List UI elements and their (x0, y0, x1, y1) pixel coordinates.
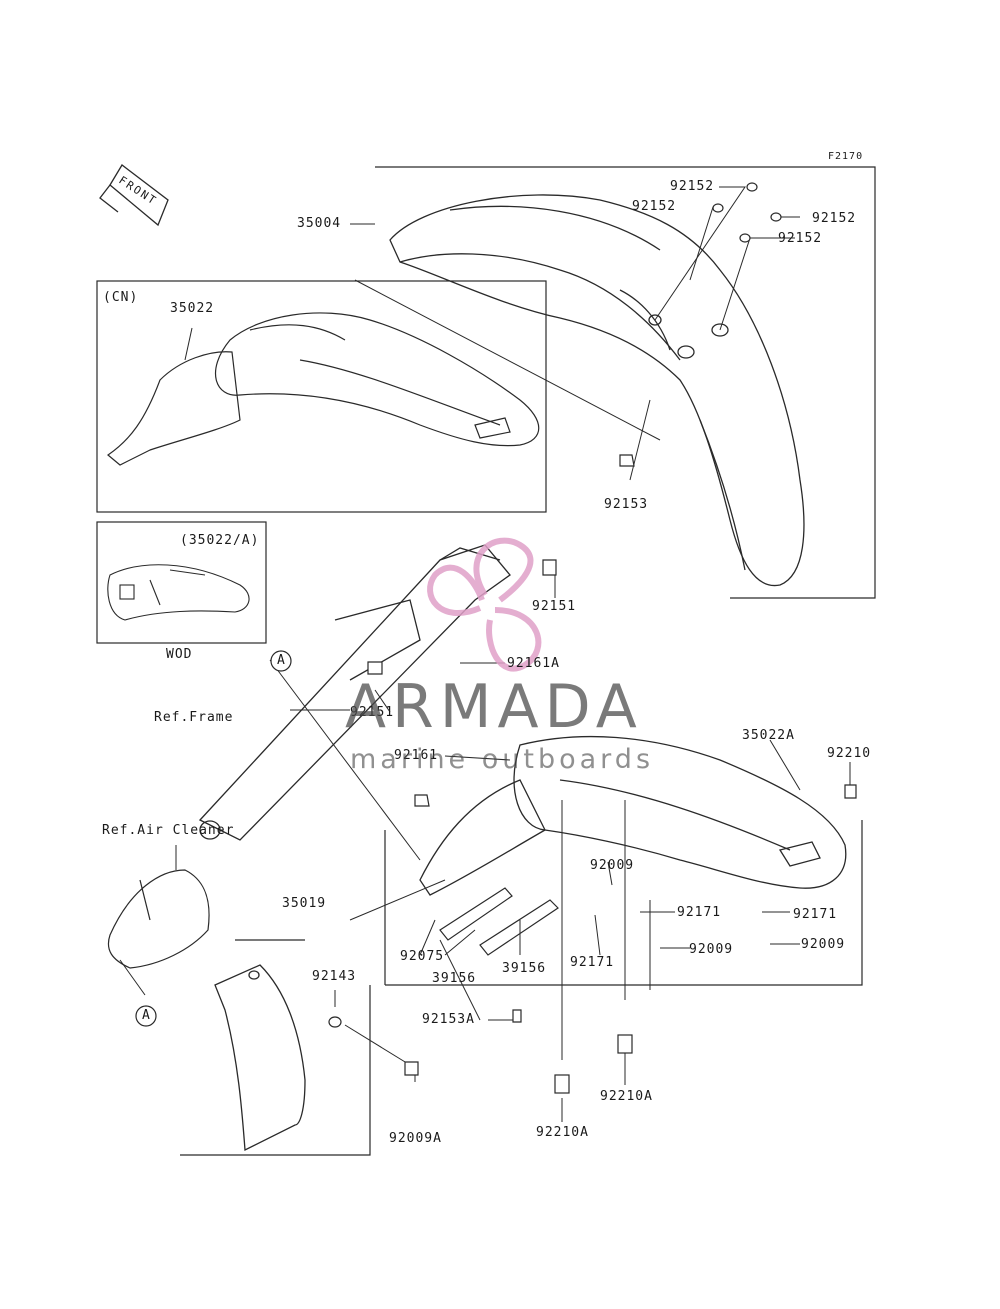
part-label-35004: 35004 (297, 216, 342, 231)
ref-frame-label: Ref.Frame (154, 710, 234, 725)
inset-box-cn (96, 280, 547, 513)
marker-a-text: A (277, 653, 286, 668)
part-label-92210: 92210 (827, 746, 872, 761)
wod-fender-thumbnail (107, 564, 250, 621)
bolt-icon (542, 559, 557, 576)
part-label-92153: 92153 (604, 497, 649, 512)
rail-pads-39156 (439, 887, 559, 956)
part-label-92171: 92171 (793, 907, 838, 922)
part-label-35022: 35022 (170, 301, 215, 316)
part-label-92152: 92152 (632, 199, 677, 214)
part-label-92210A: 92210A (536, 1125, 589, 1140)
clip-icon (844, 784, 857, 799)
flap-frame (180, 985, 371, 1156)
wod-caption: WOD (166, 647, 193, 662)
part-label-92161: 92161 (394, 748, 439, 763)
part-label-92153A: 92153A (422, 1012, 475, 1027)
figure-code: F2170 (828, 151, 864, 162)
watermark-logo-icon (427, 537, 542, 672)
rear-fender-35022A (419, 735, 847, 896)
part-label-92009: 92009 (590, 858, 635, 873)
part-label-92171: 92171 (677, 905, 722, 920)
inset-box-wod (96, 521, 267, 644)
nut-clip-icon (554, 1074, 570, 1094)
inset-label-cn: (CN) (103, 290, 139, 305)
part-label-92210A: 92210A (600, 1089, 653, 1104)
nut-icon (414, 794, 430, 807)
part-label-92152: 92152 (670, 179, 715, 194)
screw-icon (404, 1061, 419, 1076)
front-fender-35004 (389, 194, 805, 587)
leader-lines (119, 186, 851, 1122)
marker-a-circle (135, 1005, 157, 1027)
part-label-92151: 92151 (532, 599, 577, 614)
part-label-92171: 92171 (570, 955, 615, 970)
part-label-92152: 92152 (778, 231, 823, 246)
part-label-39156: 39156 (502, 961, 547, 976)
mud-flap-35019 (214, 964, 306, 1152)
part-label-92161A: 92161A (507, 656, 560, 671)
air-cleaner-part (107, 869, 210, 969)
rear-fender-frame (385, 820, 863, 986)
part-label-92151: 92151 (350, 705, 395, 720)
washer-icon (746, 182, 758, 192)
watermark-title: ARMADA (345, 672, 643, 742)
part-label-92152: 92152 (812, 211, 857, 226)
part-label-35022A: 35022A (742, 728, 795, 743)
inset-label-wod: (35022/A) (180, 533, 260, 548)
part-label-39156: 39156 (432, 971, 477, 986)
front-text: FRONT (116, 174, 159, 208)
front-arrow-icon (99, 164, 169, 227)
part-label-92009A: 92009A (389, 1131, 442, 1146)
washer-icon (328, 1016, 342, 1028)
watermark-subtitle: marine outboards (350, 744, 655, 775)
marker-a-text: A (142, 1008, 151, 1023)
frame-rail (198, 544, 511, 841)
bolt-icon (619, 454, 635, 467)
bolt-icon (512, 1009, 522, 1023)
marker-a-circle (270, 650, 292, 672)
bolt-icon (367, 661, 383, 675)
part-label-92009: 92009 (689, 942, 734, 957)
nut-clip-icon (617, 1034, 633, 1054)
ref-air-cleaner-label: Ref.Air Cleaner (102, 823, 235, 838)
washer-icon (712, 203, 724, 213)
front-fender-frame (375, 166, 876, 599)
washer-icon (770, 212, 782, 222)
washer-icon (739, 233, 751, 243)
fastener-icons (135, 182, 857, 1094)
part-label-92009: 92009 (801, 937, 846, 952)
part-label-92075: 92075 (400, 949, 445, 964)
part-label-35019: 35019 (282, 896, 327, 911)
cn-fender-35022 (107, 312, 540, 466)
part-label-92143: 92143 (312, 969, 357, 984)
